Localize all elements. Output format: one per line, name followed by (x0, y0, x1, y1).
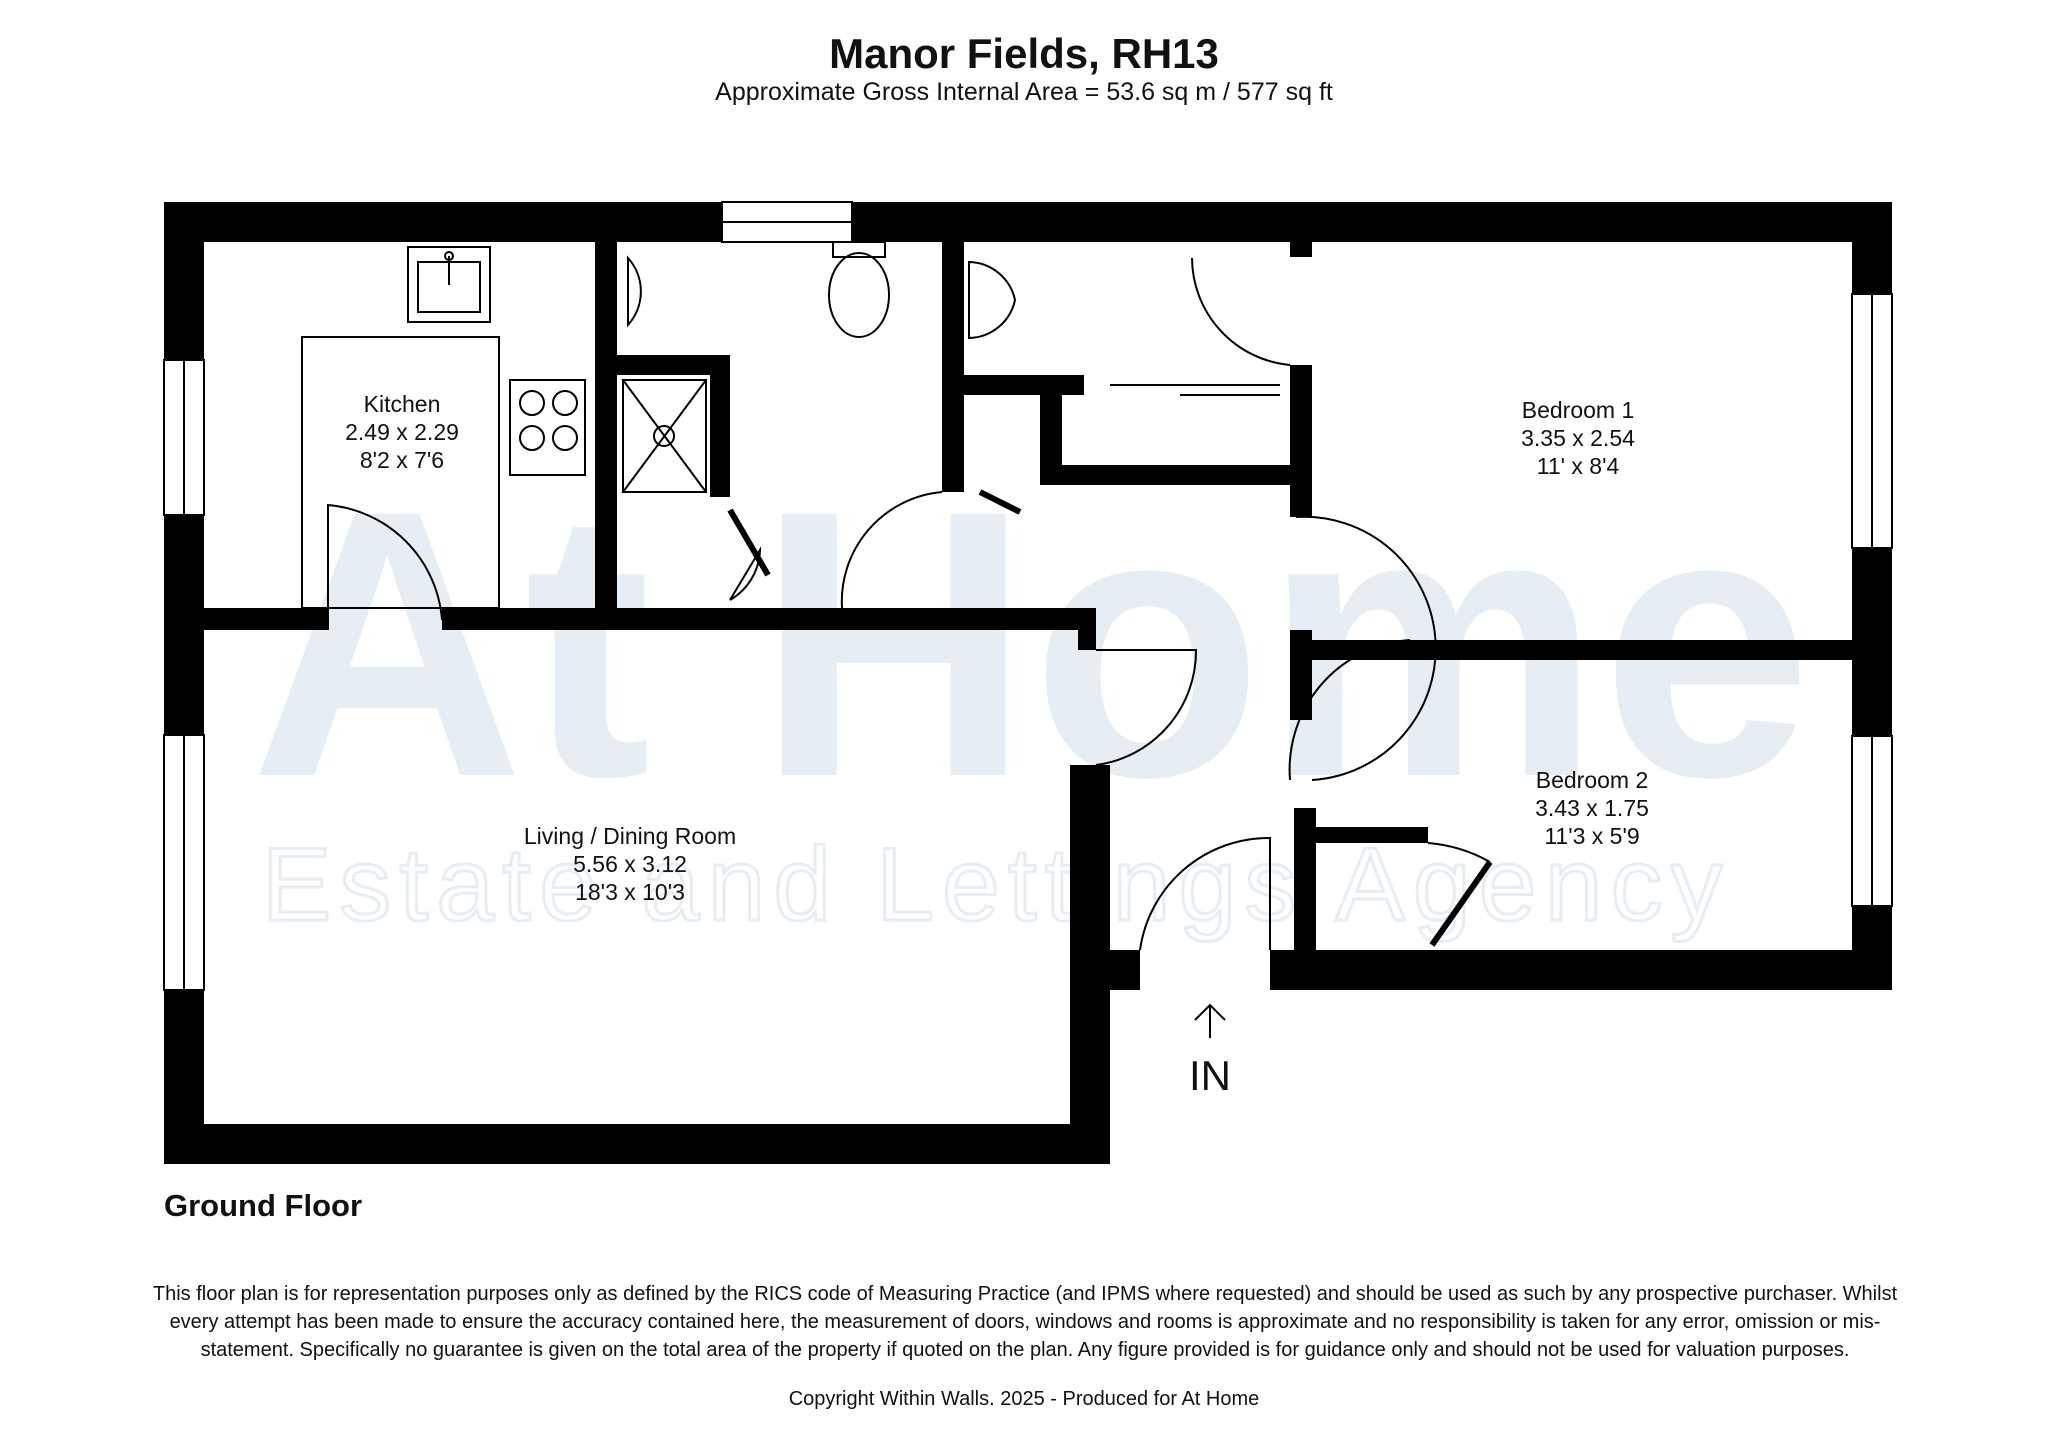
wall-bath-right (942, 242, 964, 492)
wall-entry-left (1070, 950, 1140, 990)
wall-top-left (164, 202, 722, 242)
door-living (1095, 649, 1198, 766)
toilet-icon (828, 252, 890, 338)
shower-tray-icon (622, 379, 707, 493)
fixtures (301, 241, 1017, 609)
room-bedroom2: Bedroom 2 3.43 x 1.75 11'3 x 5'9 (1535, 767, 1649, 849)
doors (327, 257, 1491, 951)
wall-bed1-bottom (1062, 465, 1302, 485)
wall-left-1 (164, 202, 204, 360)
kitchen-imperial: 8'2 x 7'6 (360, 447, 444, 473)
bedroom2-name: Bedroom 2 (1536, 767, 1649, 793)
wall-bed1-door-top (1290, 242, 1312, 257)
door-entrance (1139, 836, 1271, 951)
door-bed1-wardrobe (1191, 257, 1291, 366)
interior-walls (204, 242, 1862, 950)
disclaimer: This floor plan is for representation pu… (152, 1283, 1898, 1361)
bathroom-basin-icon (627, 255, 642, 328)
wall-kitchen-bottom-right (442, 608, 1096, 630)
wall-bed1-left (1290, 365, 1312, 517)
bedroom2-imperial: 11'3 x 5'9 (1544, 823, 1639, 849)
watermark-tagline: Estate and Lettings Agency (262, 827, 1730, 943)
entrance-arrow-icon (1194, 1003, 1226, 1038)
bedroom1-metric: 3.35 x 2.54 (1521, 425, 1635, 451)
room-kitchen: Kitchen 2.49 x 2.29 8'2 x 7'6 (345, 391, 459, 473)
living-imperial: 18'3 x 10'3 (575, 879, 685, 905)
floor-label: Ground Floor (164, 1188, 363, 1223)
wall-bed2-left (1294, 808, 1316, 950)
copyright: Copyright Within Walls. 2025 - Produced … (788, 1388, 1260, 1410)
wall-kitchen-bottom-left (204, 608, 328, 630)
entrance-label: IN (1189, 1052, 1231, 1099)
outer-walls (164, 202, 1892, 1164)
wall-top-right (852, 202, 1892, 242)
watermark: At Home Estate and Lettings Agency (250, 431, 1812, 945)
door-wardrobe (1427, 842, 1491, 863)
wall-left-2 (164, 515, 204, 735)
kitchen-counter (301, 336, 500, 609)
wall-bottom-living (164, 1124, 1110, 1164)
wall-bedrooms-divider (1302, 640, 1862, 660)
wall-right-3 (1852, 906, 1892, 990)
door-bedroom1 (1295, 515, 1437, 781)
bedroom1-imperial: 11' x 8'4 (1537, 453, 1620, 479)
door-bedroom2 (1288, 639, 1411, 781)
wall-right-1 (1852, 202, 1892, 294)
ensuite-basin-icon (968, 260, 1017, 340)
door-kitchen (327, 503, 443, 630)
wall-bottom-bedroom2 (1270, 950, 1892, 990)
wall-closet-top (964, 375, 1084, 395)
bedroom2-metric: 3.43 x 1.75 (1535, 795, 1649, 821)
room-living: Living / Dining Room 5.56 x 3.12 18'3 x … (524, 823, 736, 905)
door-shower (729, 546, 762, 601)
page-title: Manor Fields, RH13 (829, 30, 1219, 77)
wall-shower-top (617, 355, 730, 375)
bedroom1-name: Bedroom 1 (1522, 397, 1635, 423)
kitchen-sink-icon (407, 246, 491, 323)
wall-closet-right (1040, 395, 1062, 485)
kitchen-metric: 2.49 x 2.29 (345, 419, 459, 445)
hob-icon (509, 379, 586, 476)
wall-shower-right (710, 355, 730, 497)
wall-kitchen-bath (595, 242, 617, 608)
living-name: Living / Dining Room (524, 823, 736, 849)
windows (163, 201, 1893, 991)
living-metric: 5.56 x 3.12 (573, 851, 687, 877)
room-bedroom1: Bedroom 1 3.35 x 2.54 11' x 8'4 (1521, 397, 1635, 479)
page-subtitle: Approximate Gross Internal Area = 53.6 s… (715, 78, 1333, 106)
door-bathroom (840, 491, 943, 609)
wall-wardrobe-top (1316, 827, 1428, 843)
kitchen-name: Kitchen (364, 391, 441, 417)
